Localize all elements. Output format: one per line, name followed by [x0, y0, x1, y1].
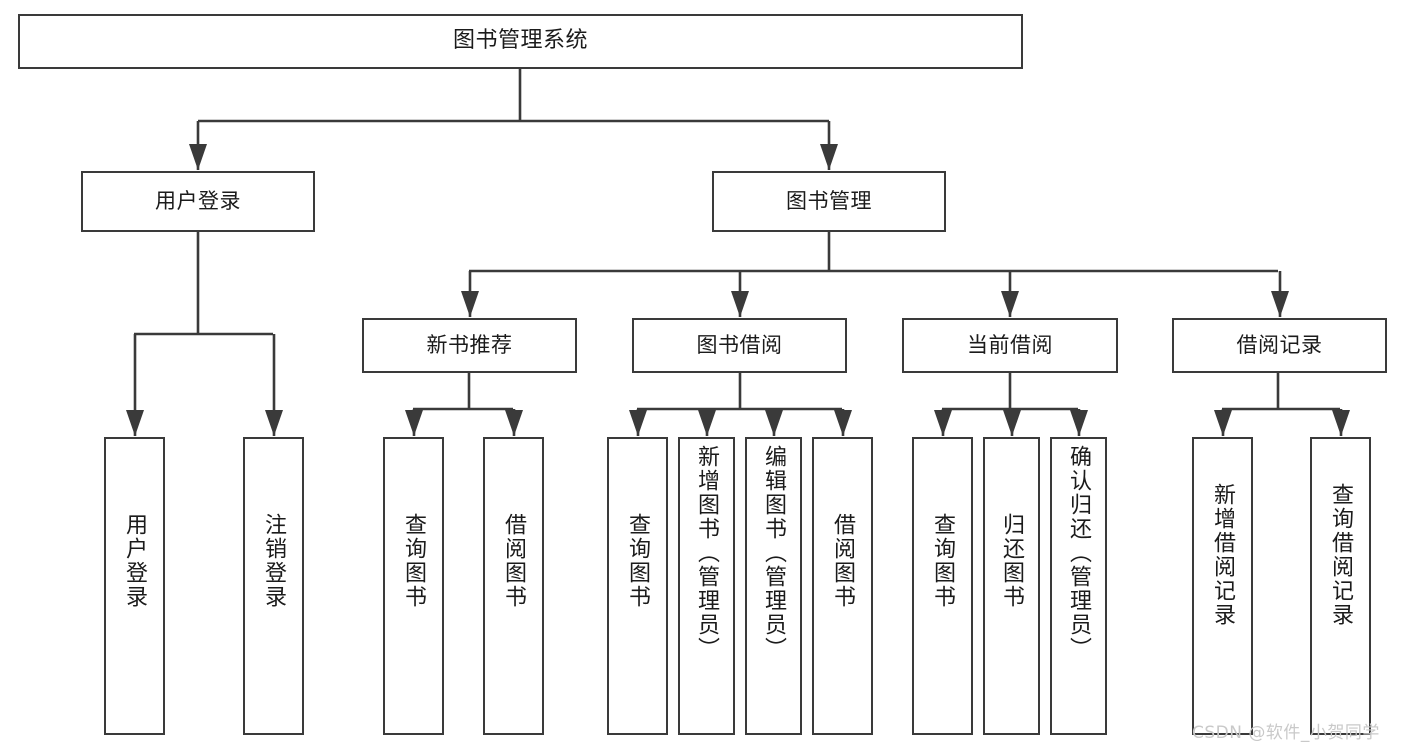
node-label: 查询图书	[401, 513, 427, 609]
node-label: 新书推荐	[426, 332, 513, 357]
node-l4: 借阅图书	[483, 437, 544, 735]
node-l6: 新增图书（管理员）	[678, 437, 735, 735]
node-label: 图书借阅	[696, 332, 783, 357]
node-label: 借阅记录	[1236, 332, 1323, 357]
arrow-head-icon	[1001, 291, 1019, 317]
node-label: 查询借阅记录	[1328, 483, 1354, 627]
arrow-head-icon	[461, 291, 479, 317]
node-label: 确认归还（管理员）	[1066, 445, 1092, 661]
node-label: 借阅图书	[830, 513, 856, 609]
arrow-head-icon	[265, 410, 283, 436]
node-n3d: 借阅记录	[1172, 318, 1387, 373]
node-label: 当前借阅	[967, 332, 1053, 357]
node-l10: 归还图书	[983, 437, 1040, 735]
node-l5: 查询图书	[607, 437, 668, 735]
node-label: 查询图书	[625, 513, 651, 609]
node-l9: 查询图书	[912, 437, 973, 735]
node-label: 用户登录	[122, 513, 148, 609]
node-label: 用户登录	[155, 188, 241, 213]
node-l8: 借阅图书	[812, 437, 873, 735]
node-n2b: 图书管理	[712, 171, 946, 232]
arrow-head-icon	[731, 291, 749, 317]
arrow-head-icon	[765, 410, 783, 436]
arrow-head-icon	[505, 410, 523, 436]
arrow-head-icon	[934, 410, 952, 436]
node-l12: 新增借阅记录	[1192, 437, 1253, 735]
node-label: 查询图书	[930, 513, 956, 609]
arrow-head-icon	[834, 410, 852, 436]
csdn-watermark: CSDN @软件_小贺同学	[1192, 723, 1380, 743]
arrow-head-icon	[629, 410, 647, 436]
arrow-head-icon	[820, 144, 838, 170]
node-l1: 用户登录	[104, 437, 165, 735]
node-n2a: 用户登录	[81, 171, 315, 232]
node-label: 新增借阅记录	[1210, 483, 1236, 627]
node-l7: 编辑图书（管理员）	[745, 437, 802, 735]
arrow-head-icon	[698, 410, 716, 436]
node-l13: 查询借阅记录	[1310, 437, 1371, 735]
node-label: 借阅图书	[501, 513, 527, 609]
node-l3: 查询图书	[383, 437, 444, 735]
arrow-head-icon	[1271, 291, 1289, 317]
arrow-head-icon	[126, 410, 144, 436]
arrow-head-icon	[1070, 410, 1088, 436]
arrow-head-icon	[189, 144, 207, 170]
node-label: 图书管理系统	[452, 28, 588, 54]
node-label: 编辑图书（管理员）	[761, 445, 787, 661]
node-label: 注销登录	[261, 513, 287, 609]
node-root: 图书管理系统	[18, 14, 1023, 69]
node-label: 新增图书（管理员）	[694, 445, 720, 661]
node-n3c: 当前借阅	[902, 318, 1118, 373]
arrow-head-icon	[1214, 410, 1232, 436]
node-l2: 注销登录	[243, 437, 304, 735]
node-label: 归还图书	[999, 513, 1025, 609]
node-n3b: 图书借阅	[632, 318, 847, 373]
node-l11: 确认归还（管理员）	[1050, 437, 1107, 735]
arrow-head-icon	[1003, 410, 1021, 436]
arrow-head-icon	[405, 410, 423, 436]
arrow-head-icon	[1332, 410, 1350, 436]
node-n3a: 新书推荐	[362, 318, 577, 373]
node-label: 图书管理	[786, 188, 872, 213]
